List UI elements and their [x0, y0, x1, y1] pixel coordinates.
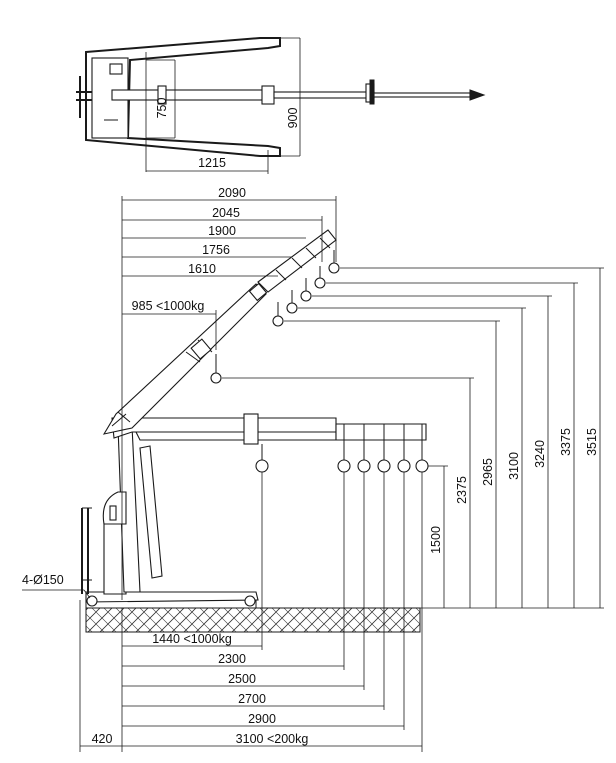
dim-420: 420 [92, 732, 113, 746]
dim-2090: 2090 [218, 186, 246, 200]
plan-view: 750 900 1215 [76, 37, 486, 174]
dim-750: 750 [155, 98, 169, 119]
dim-985: 985 <1000kg [132, 299, 205, 313]
dim-2965: 2965 [481, 458, 495, 486]
dim-3100-bottom: 3100 <200kg [236, 732, 309, 746]
dim-2700: 2700 [238, 692, 266, 706]
dim-2900: 2900 [248, 712, 276, 726]
dim-3240: 3240 [533, 440, 547, 468]
dim-2045: 2045 [212, 206, 240, 220]
bottom-reach-dimensions: 1440 <1000kg 2300 2500 2700 2900 3100 <2… [79, 472, 423, 752]
wheel-rear [86, 595, 98, 607]
dim-1500: 1500 [429, 526, 443, 554]
dim-1900: 1900 [208, 224, 236, 238]
dim-1756: 1756 [202, 243, 230, 257]
wheel-front [244, 595, 256, 607]
dim-3375: 3375 [559, 428, 573, 456]
wheel-label: 4-Ø150 [22, 573, 64, 587]
dim-2375: 2375 [455, 476, 469, 504]
dim-1215: 1215 [198, 156, 226, 170]
side-elevation: 2090 2045 1900 1756 1610 985 <1000kg 351… [22, 186, 604, 752]
height-dimensions: 3515 3375 3240 3100 2965 2375 1500 [222, 267, 604, 609]
hooks-lower-boom [255, 440, 429, 473]
dim-3515: 3515 [585, 428, 599, 456]
dim-1440: 1440 <1000kg [152, 632, 232, 646]
hooks-raised-boom [210, 250, 340, 384]
dim-2500: 2500 [228, 672, 256, 686]
dim-3100: 3100 [507, 452, 521, 480]
floor [85, 607, 421, 633]
dim-2300: 2300 [218, 652, 246, 666]
dim-900: 900 [286, 108, 300, 129]
reach-dimensions: 2090 2045 1900 1756 1610 985 <1000kg [122, 186, 337, 350]
dim-1610: 1610 [188, 262, 216, 276]
